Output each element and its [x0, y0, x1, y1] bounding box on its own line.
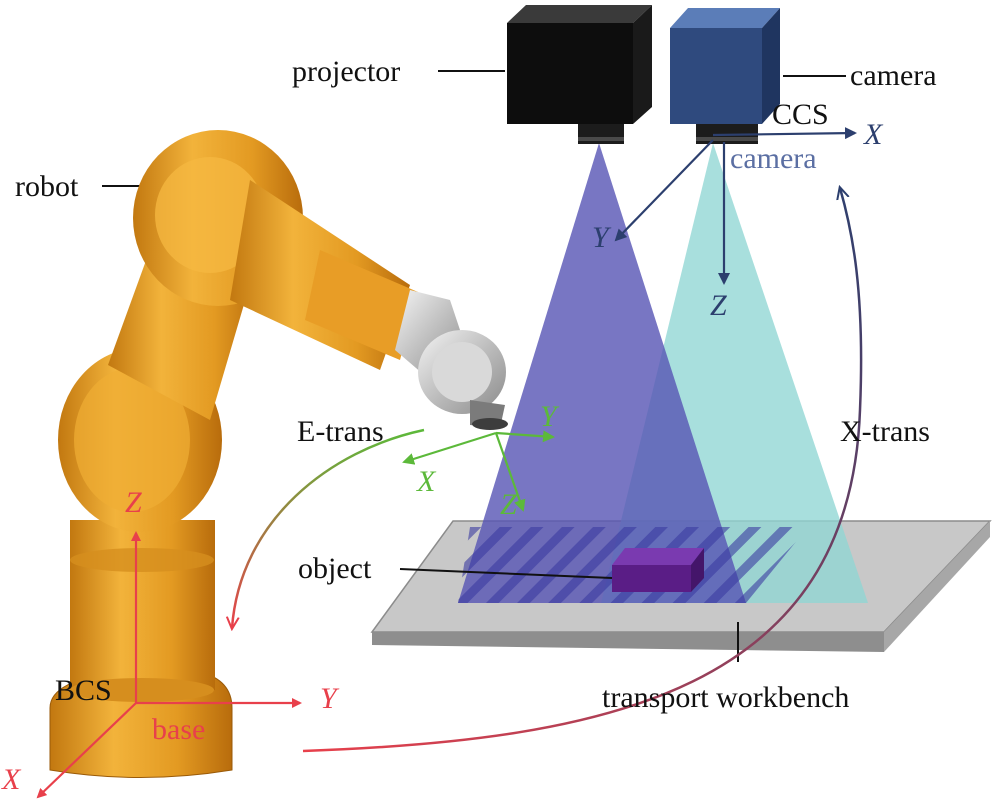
e-trans-label: E-trans: [297, 415, 384, 448]
workbench-label: transport workbench: [602, 681, 850, 714]
camera-sub-label: camera: [730, 142, 817, 175]
end-effector-z-axis-label: Z: [500, 488, 517, 521]
robot-label: robot: [15, 170, 79, 203]
robot-arm-icon: [49, 130, 508, 778]
camera-icon: [670, 8, 780, 144]
end-effector-x-axis-label: X: [417, 465, 436, 498]
ccs-label: CCS: [772, 98, 829, 131]
projector-icon: [507, 5, 652, 144]
ccs-axes: [614, 127, 857, 285]
ccs-y-axis-label: Y: [592, 221, 609, 254]
bcs-z-axis-label: Z: [125, 486, 142, 519]
camera-label: camera: [850, 59, 937, 92]
x-trans-arrow: [302, 188, 863, 753]
e-trans-arrow: [232, 428, 425, 628]
bcs-y-axis-label: Y: [320, 682, 337, 715]
base-label: base: [152, 713, 206, 746]
bcs-label: BCS: [55, 674, 112, 707]
x-trans-label: X-trans: [840, 415, 930, 448]
ccs-x-axis-label: X: [864, 118, 883, 151]
bcs-x-axis-label: X: [2, 763, 21, 796]
object-box-icon: [612, 548, 704, 592]
projector-label: projector: [292, 55, 401, 88]
ccs-z-axis-label: Z: [710, 289, 727, 322]
bcs-axes: [36, 531, 302, 799]
end-effector-y-axis-label: Y: [540, 400, 557, 433]
end-effector-axes: [402, 430, 555, 512]
object-label: object: [298, 552, 372, 585]
projector-beam: [458, 143, 746, 603]
